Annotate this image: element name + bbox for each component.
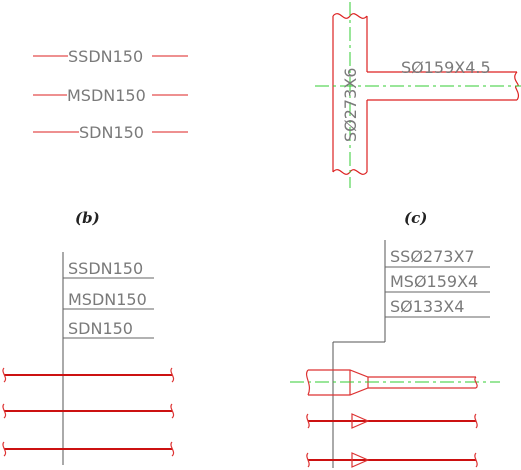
reducer-pipe-top [308, 369, 476, 378]
label-b-ms: MSDN150 [68, 290, 147, 309]
label-b-s: SDN150 [68, 319, 133, 338]
break-b3-left [2, 441, 7, 457]
branch-pipe-walls [367, 71, 517, 101]
label-c-ms: MSØ159X4 [390, 272, 478, 291]
break-c3-left [306, 452, 310, 468]
break-b3-right [170, 441, 175, 457]
label-c-s: SØ133X4 [390, 297, 464, 316]
label-a-ss: SSDN150 [68, 47, 143, 66]
main-pipe-label: SØ273X6 [341, 68, 360, 142]
label-a-s: SDN150 [79, 123, 144, 142]
break-b1-right [170, 367, 175, 383]
caption-c: (c) [404, 209, 427, 227]
break-b2-left [2, 403, 7, 419]
panel-b: SSDN150 MSDN150 SDN150 [2, 252, 175, 465]
label-b-ss: SSDN150 [68, 259, 143, 278]
label-c-ss: SSØ273X7 [390, 247, 475, 266]
break-c3-right [474, 452, 478, 468]
reducer-symbol-2 [351, 413, 370, 429]
break-c1-left [305, 369, 311, 396]
caption-b: (b) [75, 209, 100, 227]
break-b1-left [2, 367, 7, 383]
reducer-symbol-3 [351, 452, 370, 468]
label-a-ms: MSDN150 [67, 86, 146, 105]
panel-c: SSØ273X7 MSØ159X4 SØ133X4 [290, 240, 500, 468]
break-c1-right [474, 376, 478, 389]
break-b2-right [170, 403, 175, 419]
reducer-pipe-bottom [308, 387, 476, 396]
break-c2-right [474, 413, 478, 429]
panel-a: SSDN150 MSDN150 SDN150 [33, 47, 188, 142]
break-c2-left [306, 413, 310, 429]
branch-pipe-label: SØ159X4.5 [401, 58, 491, 77]
panel-tee: SØ273X6 SØ159X4.5 [315, 2, 521, 188]
